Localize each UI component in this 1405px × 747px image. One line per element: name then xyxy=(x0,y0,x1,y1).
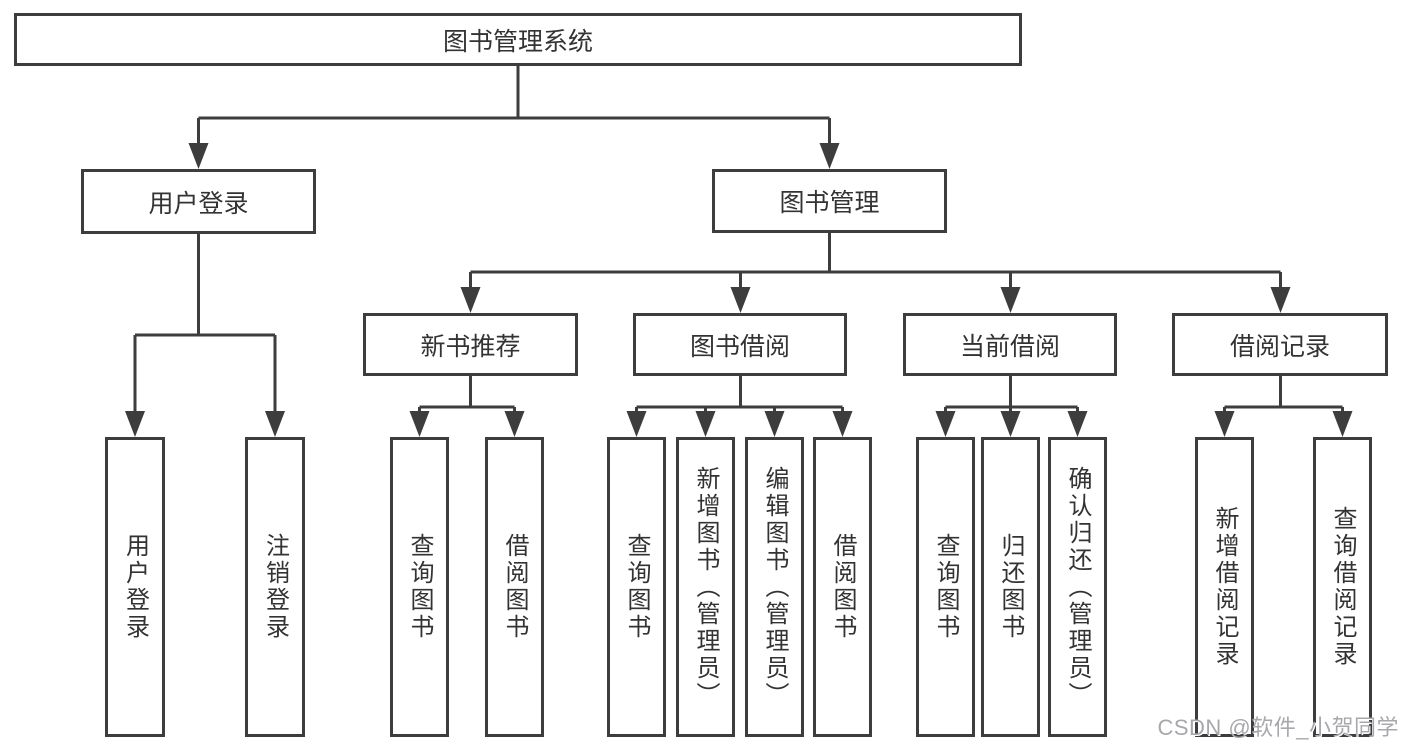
node-new-book-recommendation: 新书推荐 xyxy=(363,313,578,376)
leaf-current-confirm-return-admin-label: 确认归还（管理员） xyxy=(1064,465,1091,709)
leaf-records-add-borrow-record: 新增借阅记录 xyxy=(1195,437,1254,737)
watermark: CSDN @软件_小贺同学 xyxy=(1157,715,1399,740)
leaf-current-return-books-label: 归还图书 xyxy=(997,533,1024,641)
node-borrowing-records-label: 借阅记录 xyxy=(1229,332,1330,361)
node-book-management-label: 图书管理 xyxy=(779,189,880,217)
leaf-records-query-borrow-record-label: 查询借阅记录 xyxy=(1329,506,1356,668)
leaf-current-query-books-label: 查询图书 xyxy=(932,533,959,641)
leaf-user-login-label: 用户登录 xyxy=(121,533,149,641)
node-new-book-recommendation-label: 新书推荐 xyxy=(420,332,521,361)
leaf-newbook-borrow-books: 借阅图书 xyxy=(485,437,544,737)
leaf-borrowing-query-books: 查询图书 xyxy=(607,437,666,737)
leaf-records-query-borrow-record: 查询借阅记录 xyxy=(1313,437,1372,737)
node-borrowing-records: 借阅记录 xyxy=(1172,313,1388,376)
node-user-login: 用户登录 xyxy=(81,169,316,234)
leaf-borrowing-add-books-admin-label: 新增图书（管理员） xyxy=(692,465,719,709)
leaf-current-return-books: 归还图书 xyxy=(981,437,1040,737)
node-user-login-label: 用户登录 xyxy=(148,189,249,218)
node-book-management: 图书管理 xyxy=(712,169,947,233)
leaf-borrowing-edit-books-admin-label: 编辑图书（管理员） xyxy=(761,465,788,709)
leaf-newbook-query-books-label: 查询图书 xyxy=(406,533,433,641)
leaf-user-login: 用户登录 xyxy=(105,437,165,737)
leaf-borrowing-borrow-books: 借阅图书 xyxy=(813,437,872,737)
leaf-newbook-borrow-books-label: 借阅图书 xyxy=(501,533,528,641)
leaf-newbook-query-books: 查询图书 xyxy=(390,437,449,737)
leaf-borrowing-edit-books-admin: 编辑图书（管理员） xyxy=(745,437,804,737)
leaf-current-query-books: 查询图书 xyxy=(916,437,975,737)
node-current-borrowing-label: 当前借阅 xyxy=(959,332,1060,361)
leaf-current-confirm-return-admin: 确认归还（管理员） xyxy=(1048,437,1107,737)
leaf-logout: 注销登录 xyxy=(245,437,305,737)
leaf-logout-label: 注销登录 xyxy=(261,533,289,641)
leaf-borrowing-query-books-label: 查询图书 xyxy=(623,533,650,641)
leaf-borrowing-borrow-books-label: 借阅图书 xyxy=(829,533,856,641)
node-current-borrowing: 当前借阅 xyxy=(903,313,1117,376)
node-root-label: 图书管理系统 xyxy=(442,27,593,56)
leaf-borrowing-add-books-admin: 新增图书（管理员） xyxy=(676,437,735,737)
arrowheads xyxy=(125,143,1353,437)
leaf-records-add-borrow-record-label: 新增借阅记录 xyxy=(1211,506,1238,668)
node-book-borrowing: 图书借阅 xyxy=(633,313,847,376)
node-book-borrowing-label: 图书借阅 xyxy=(689,332,790,361)
node-root-book-management-system: 图书管理系统 xyxy=(14,13,1022,66)
connector-stems xyxy=(133,66,1344,413)
